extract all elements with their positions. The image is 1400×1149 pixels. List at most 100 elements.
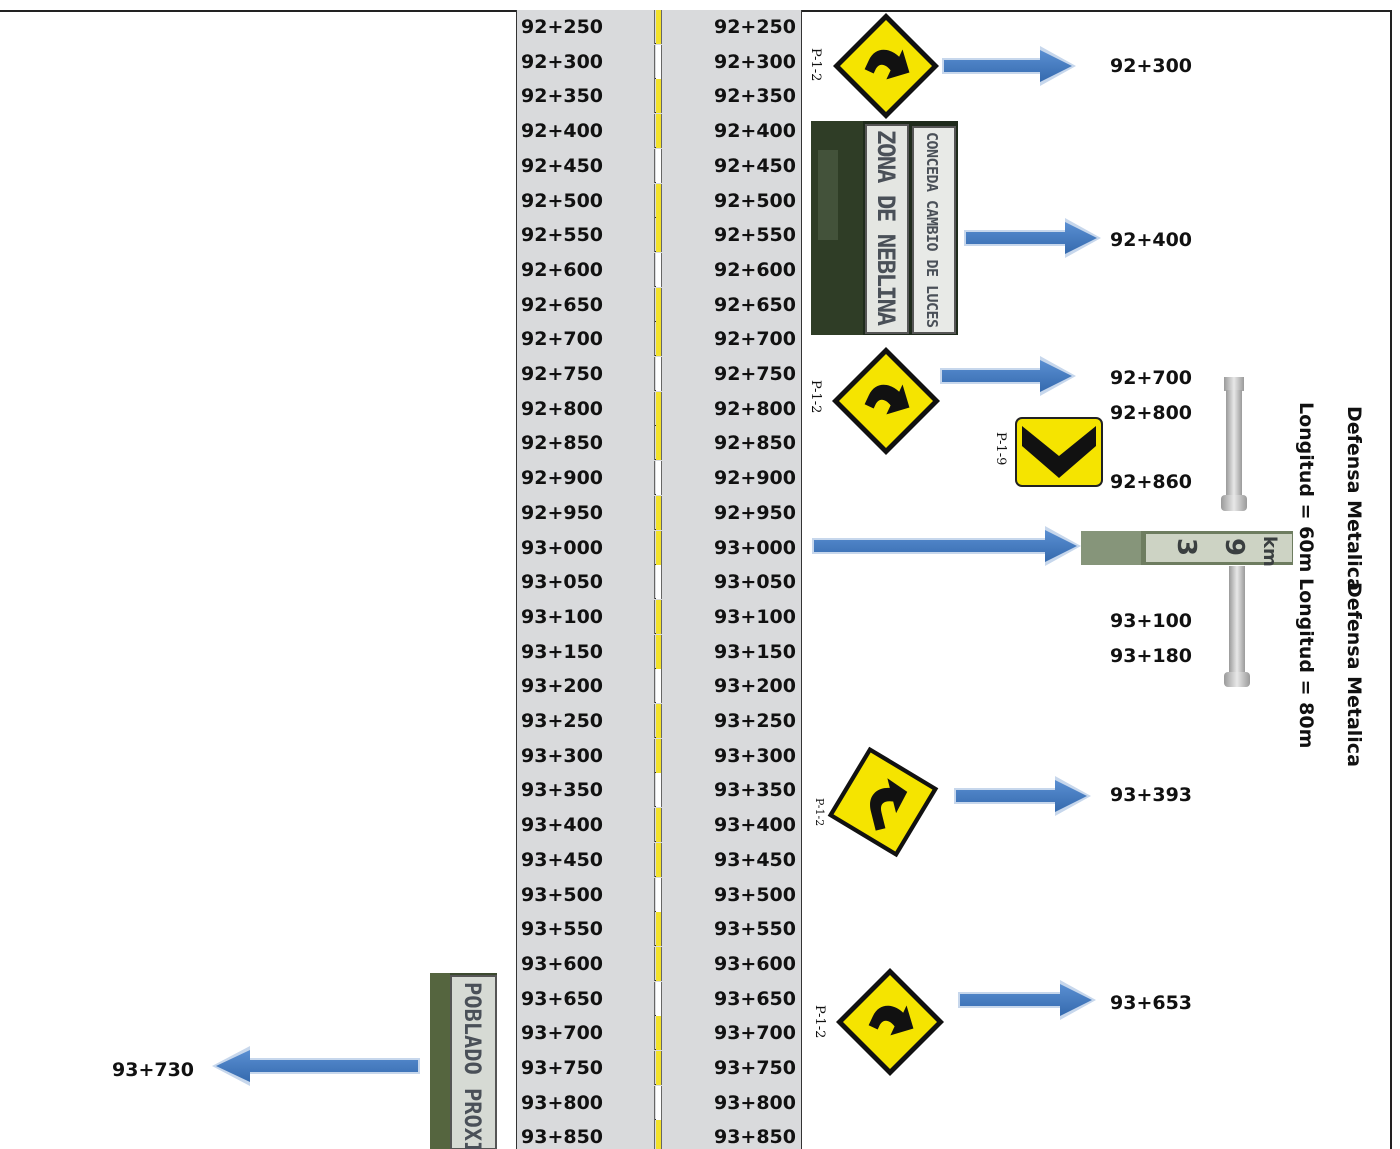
station-left-cell: 93+150 xyxy=(517,634,655,669)
village-ahead-sign: POBLADO PROXIMO 93+730 xyxy=(112,973,497,1149)
station-right-cell: 92+900 xyxy=(661,461,801,496)
station-label-92-800: 92+800 xyxy=(1110,402,1192,424)
centerline-segment xyxy=(656,252,661,287)
centerline-segment xyxy=(656,530,661,565)
station-left-cell: 92+650 xyxy=(517,287,655,322)
arrow-right-icon xyxy=(812,526,1081,566)
centerline-segment xyxy=(656,946,661,981)
station-right-cell: 93+100 xyxy=(661,599,801,634)
guardrail-length-2: Longitud = 80m xyxy=(1295,578,1317,748)
station-left-cell: 92+850 xyxy=(517,426,655,461)
station-left-cell: 93+800 xyxy=(517,1085,655,1120)
guardrail-title-1: Defensa Metalica xyxy=(1343,406,1365,591)
station-left-cell: 93+350 xyxy=(517,773,655,808)
station-left-cell: 93+300 xyxy=(517,738,655,773)
station-left-cell: 93+450 xyxy=(517,842,655,877)
village-panel-text: POBLADO PROXIMO xyxy=(459,982,484,1149)
station-left-cell: 92+500 xyxy=(517,183,655,218)
centerline-segment xyxy=(656,1085,661,1120)
station-right-cell: 93+550 xyxy=(661,912,801,947)
station-left-cell: 93+000 xyxy=(517,530,655,565)
centerline-segment xyxy=(656,391,661,426)
station-label-93-653: 93+653 xyxy=(1110,992,1192,1014)
station-right-cell: 93+600 xyxy=(661,946,801,981)
curve-sign-1: P-1-2 92+300 xyxy=(808,13,1192,119)
station-right-cell: 93+350 xyxy=(661,773,801,808)
station-right-cell: 93+300 xyxy=(661,738,801,773)
centerline-segment xyxy=(656,912,661,947)
arrow-right-icon xyxy=(942,46,1076,86)
station-left-cell: 93+850 xyxy=(517,1120,655,1149)
centerline-segment xyxy=(656,634,661,669)
station-left-cell: 93+600 xyxy=(517,946,655,981)
station-right-cell: 92+800 xyxy=(661,391,801,426)
station-left-cell: 92+350 xyxy=(517,79,655,114)
station-left-cell: 92+700 xyxy=(517,322,655,357)
guardrail-post-icon xyxy=(1221,377,1247,511)
station-right-cell: 92+500 xyxy=(661,183,801,218)
sign-code-3: P-1-9 xyxy=(993,432,1008,465)
station-right-cell: 93+050 xyxy=(661,565,801,600)
centerline-segment xyxy=(656,1051,661,1085)
centerline-segment xyxy=(656,79,661,114)
sign-code-1: P-1-2 xyxy=(808,48,823,81)
centerline-segment xyxy=(656,426,661,461)
station-right-cell: 93+000 xyxy=(661,530,801,565)
station-right-cell: 92+450 xyxy=(661,148,801,183)
curve-right-icon xyxy=(832,347,940,455)
station-left-cell: 93+200 xyxy=(517,669,655,704)
centerline-segment xyxy=(656,148,661,183)
station-left-cell: 92+300 xyxy=(517,44,655,79)
station-left-cell: 92+450 xyxy=(517,148,655,183)
centerline-segment xyxy=(656,1016,661,1051)
km-marker-digit-left: 3 xyxy=(1171,538,1201,556)
centerline-segment xyxy=(656,773,661,808)
centerline-segment xyxy=(656,287,661,322)
chevron-sign: P-1-9 92+800 92+860 xyxy=(993,402,1192,493)
station-right-cell: 93+750 xyxy=(661,1051,801,1085)
guardrail-post-icon xyxy=(1224,566,1250,687)
station-right-cell: 92+600 xyxy=(661,252,801,287)
centerline-segment xyxy=(656,461,661,496)
sign-code-4: P-1-2 xyxy=(813,798,826,826)
centerline-segment xyxy=(656,738,661,773)
station-left-cell: 93+100 xyxy=(517,599,655,634)
guardrail-start-label: 93+100 xyxy=(1110,610,1192,632)
station-left-cell: 93+250 xyxy=(517,704,655,738)
guardrail-2: 93+100 93+180 Defensa Metalica Longitud … xyxy=(1110,566,1365,767)
station-left-cell: 93+700 xyxy=(517,1016,655,1051)
station-left-cell: 93+650 xyxy=(517,981,655,1016)
station-right-cell: 93+850 xyxy=(661,1120,801,1149)
station-left-cell: 93+050 xyxy=(517,565,655,600)
arrow-right-icon xyxy=(958,980,1096,1020)
fog-panel-text: ZONA DE NEBLINA xyxy=(872,130,900,327)
centerline-segment xyxy=(656,1120,661,1149)
station-right-cell: 92+950 xyxy=(661,495,801,530)
centerline-segment xyxy=(656,565,661,600)
station-right-cell: 92+300 xyxy=(661,44,801,79)
curve-sign-2: P-1-2 92+700 xyxy=(808,347,1192,455)
station-label-92-300: 92+300 xyxy=(1110,55,1192,77)
centerline-segment xyxy=(656,44,661,79)
station-right-cell: 93+650 xyxy=(661,981,801,1016)
